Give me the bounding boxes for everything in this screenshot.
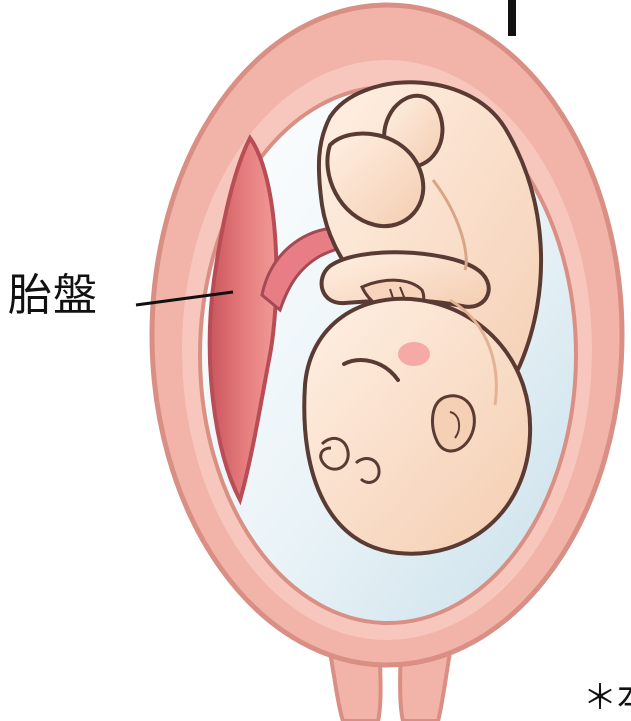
footnote-text: ＊本 [583, 681, 631, 715]
placenta-label: 胎盤 [8, 274, 98, 318]
fetus [304, 82, 541, 553]
